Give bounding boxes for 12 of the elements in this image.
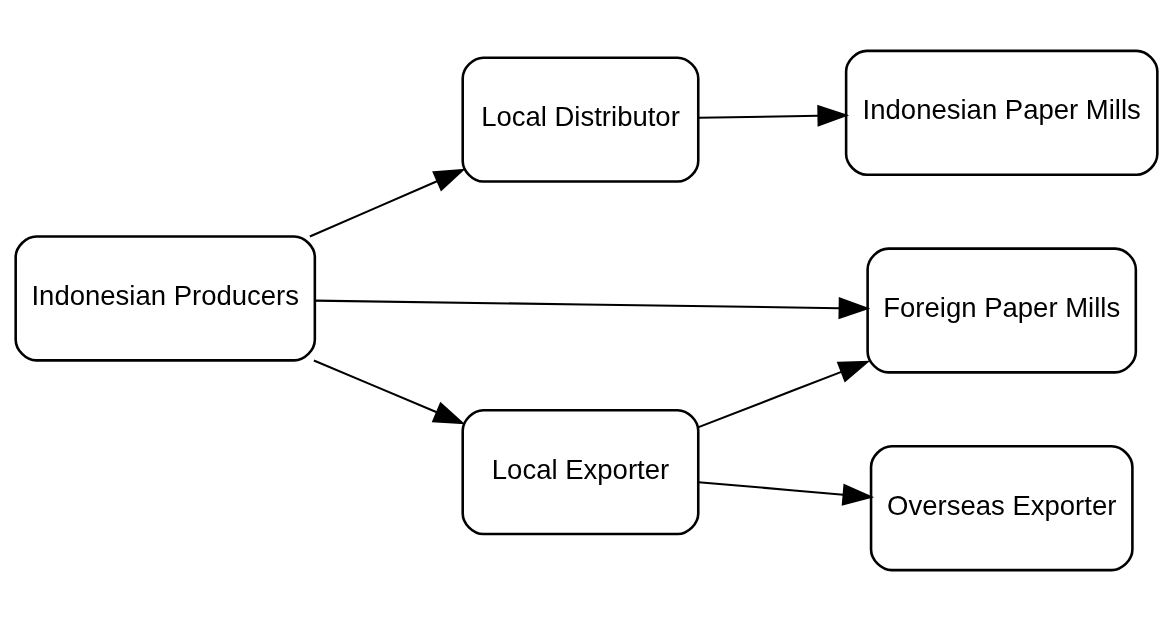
arrow — [313, 359, 466, 424]
node-box: Foreign Paper Mills — [866, 246, 1138, 374]
arrow — [309, 168, 466, 237]
arrow — [698, 360, 871, 428]
arrow — [698, 480, 875, 506]
node-box: Indonesian Producers — [14, 234, 317, 362]
arrow — [698, 104, 850, 127]
node-box: Local Distributor — [461, 55, 700, 183]
node-box: Overseas Exporter — [869, 444, 1134, 571]
arrow — [314, 296, 871, 319]
node-box: Indonesian Paper Mills — [844, 49, 1159, 176]
node-box: Local Exporter — [461, 408, 700, 535]
